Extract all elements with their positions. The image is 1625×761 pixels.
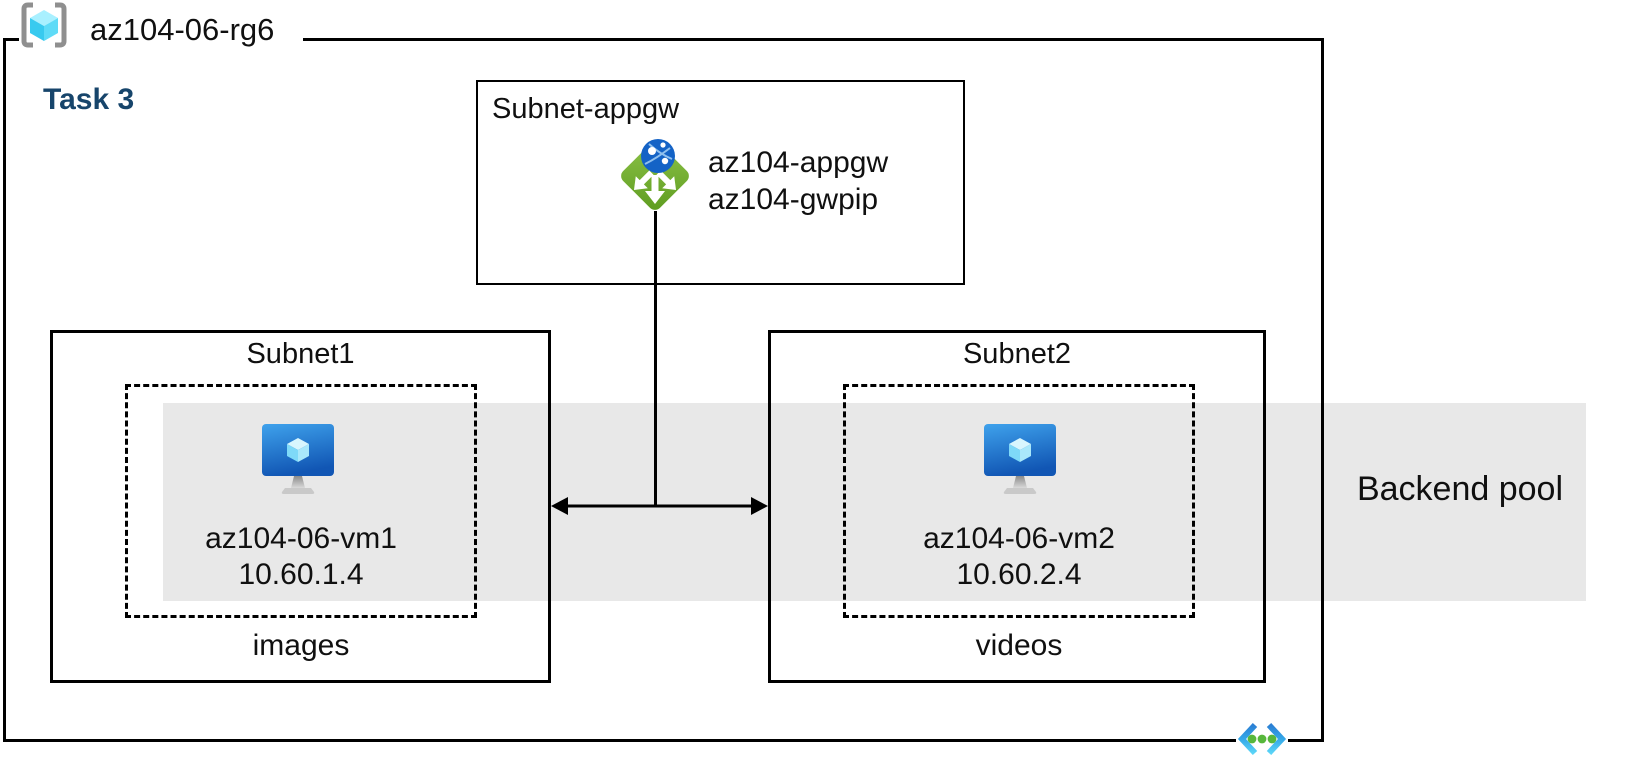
subnet1-caption: images [252, 629, 350, 662]
appgw-subnet-label: Subnet-appgw [492, 93, 680, 125]
vm2-virtual-machine-icon [984, 424, 1056, 496]
backend-pool-band [163, 403, 1586, 601]
virtual-network-icon [1236, 720, 1288, 758]
vm2-ip-label: 10.60.2.4 [956, 558, 1082, 591]
vm1-labels: az104-06-vm1 10.60.1.4 [125, 521, 477, 593]
subnet2-box [768, 330, 1266, 683]
subnet2-caption: videos [975, 629, 1063, 662]
subnet2-vm-dashed-box [843, 384, 1195, 618]
backend-pool-label: Backend pool [1356, 470, 1564, 508]
appgw-name-label: az104-appgw [708, 146, 889, 179]
resource-group-icon [20, 2, 68, 48]
subnet1-label: Subnet1 [246, 338, 355, 370]
gwpip-name-label: az104-gwpip [708, 183, 879, 216]
subnet1-vm-dashed-box [125, 384, 477, 618]
vm1-ip-label: 10.60.1.4 [238, 558, 364, 591]
resource-group-label: az104-06-rg6 [90, 12, 275, 47]
appgw-name-labels: az104-appgw az104-gwpip [708, 144, 888, 218]
appgw-subnet-box: Subnet-appgw [476, 80, 965, 285]
vm2-labels: az104-06-vm2 10.60.2.4 [843, 521, 1195, 593]
vm1-virtual-machine-icon [262, 424, 334, 496]
subnet1-box [50, 330, 551, 683]
task-label: Task 3 [43, 83, 135, 116]
application-gateway-icon [616, 133, 694, 215]
resource-group-border-gap [19, 34, 303, 45]
vm2-name-label: az104-06-vm2 [923, 522, 1115, 555]
subnet2-label: Subnet2 [962, 338, 1072, 370]
vm1-name-label: az104-06-vm1 [205, 522, 397, 555]
resource-group-box [3, 38, 1324, 742]
